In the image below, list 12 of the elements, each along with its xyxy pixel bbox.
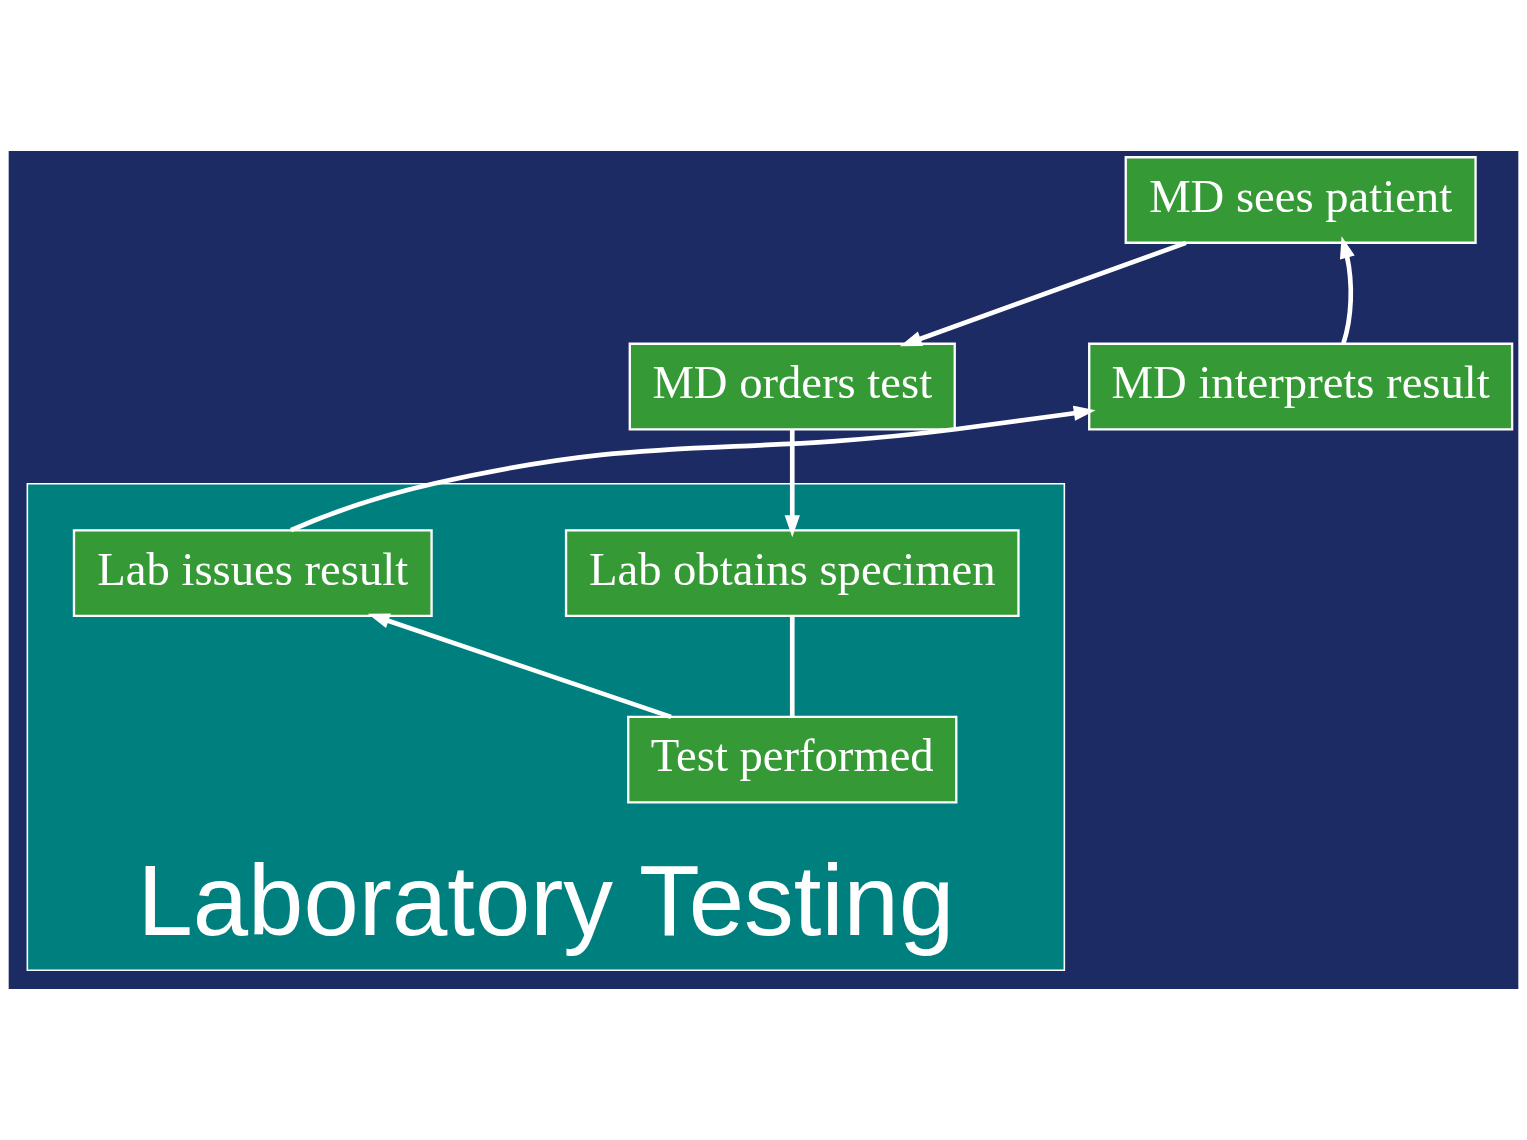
node-box: Test performed bbox=[627, 715, 958, 804]
node-box: MD interprets result bbox=[1088, 342, 1514, 431]
arrow bbox=[367, 613, 672, 720]
connector bbox=[789, 616, 795, 717]
node-box: Lab obtains specimen bbox=[564, 529, 1020, 618]
arrow bbox=[784, 429, 800, 538]
arrow bbox=[290, 405, 1096, 533]
arrow bbox=[1339, 236, 1355, 345]
node-box: Lab issues result bbox=[72, 529, 433, 618]
node-box: MD orders test bbox=[628, 342, 956, 431]
arrow bbox=[899, 240, 1187, 347]
node-box: MD sees patient bbox=[1124, 156, 1477, 244]
